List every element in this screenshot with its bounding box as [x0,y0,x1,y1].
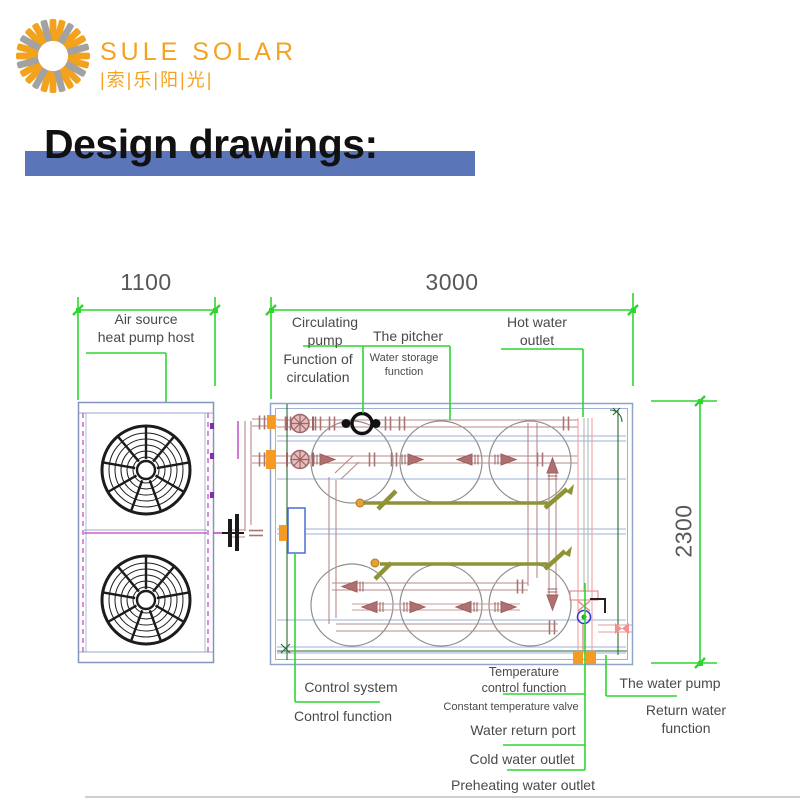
dimension-lines [72,293,717,669]
dimension-2300: 2300 [670,504,697,558]
fan-bottom-icon [100,554,192,646]
sule-solar-logo-icon [16,19,90,93]
label-return-water-function: Return water function [645,702,727,736]
label-the-pitcher: The pitcher [372,328,444,344]
leader-lines [86,345,677,771]
bottom-divider [85,796,800,798]
heading-highlight-bar [25,151,475,176]
label-hot-water-outlet: Hot water outlet [507,314,567,348]
tank-box [266,402,634,666]
label-preheating-water-outlet: Preheating water outlet [451,777,595,793]
label-temperature-control-function: Temperature control function [481,665,567,695]
pump-icon [286,449,314,470]
heat-exchange-pipes [364,484,574,581]
label-control-system: Control system [304,679,398,695]
shelf-lines [277,435,626,654]
label-water-return-port: Water return port [470,722,576,738]
brand-name: SULE SOLAR [100,38,298,66]
label-cold-water-outlet: Cold water outlet [469,751,575,767]
fan-top-icon [100,424,192,516]
orange-fittings [266,415,596,664]
label-the-water-pump: The water pump [619,675,721,691]
page-title: Design drawings: [44,121,378,167]
label-circulating-pump: Circulating pump [291,314,359,348]
dimension-1100: 1100 [120,269,172,295]
label-air-source-heat-pump: Air source heat pump host [97,311,195,345]
dimension-3000: 3000 [425,269,479,295]
label-function-of-circulation: Function of circulation [283,351,353,385]
label-water-storage-function: Water storage function [369,352,439,378]
brand-name-chinese: |索|乐|阳|光| [100,70,214,90]
control-system-box [287,507,306,554]
connection-pipes [213,414,277,551]
pitcher-symbol [350,411,374,436]
heat-pump-unit [77,401,215,664]
label-constant-temperature-valve: Constant temperature valve [443,701,579,713]
label-control-function: Control function [293,708,393,724]
